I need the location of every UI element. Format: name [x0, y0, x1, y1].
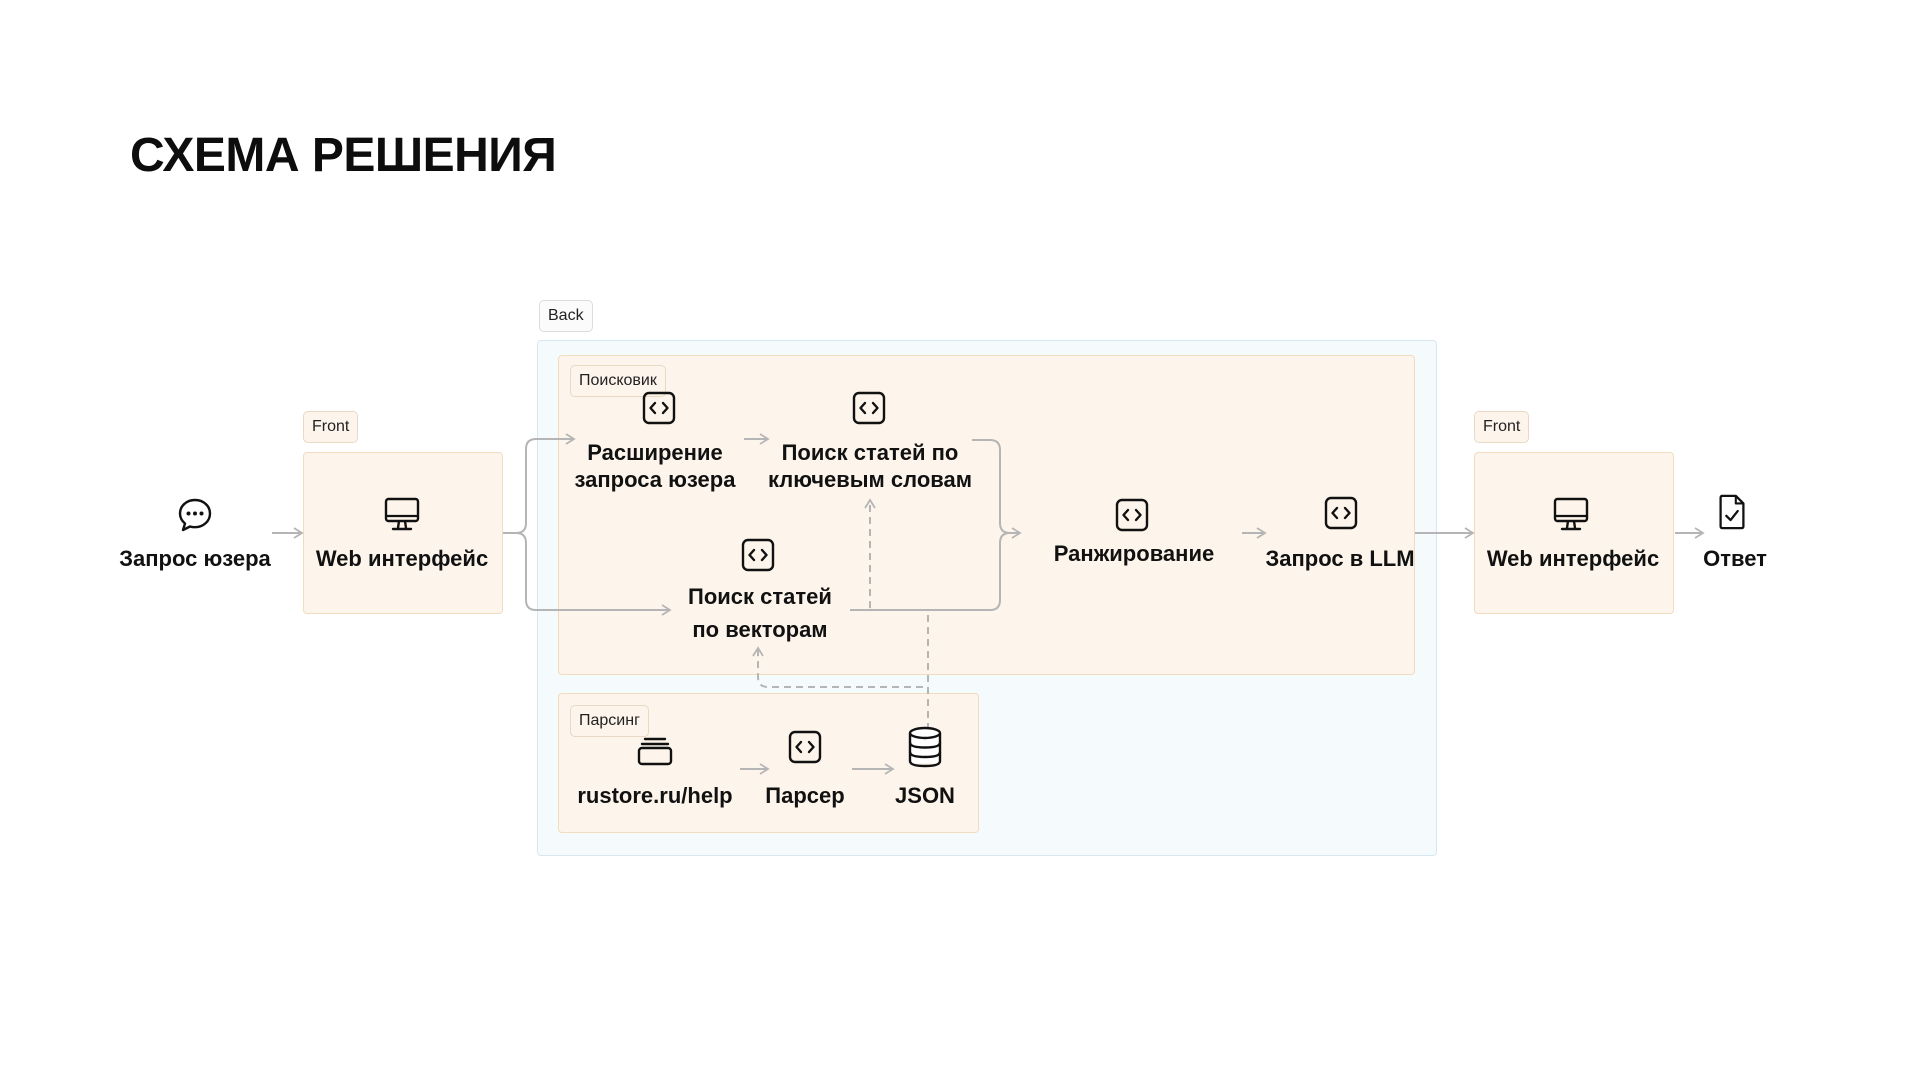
vector-search-label: Поиск статей по векторам: [688, 584, 832, 642]
search-tag: Поисковик: [570, 365, 666, 397]
keyword-search-label: Поиск статей по ключевым словам: [767, 440, 972, 492]
web-right-label: Web интерфейс: [1486, 546, 1660, 571]
parser-label: Парсер: [765, 783, 845, 808]
code-icon: [741, 538, 775, 572]
front-left-tag: Front: [303, 411, 359, 443]
page-title: СХЕМА РЕШЕНИЯ: [130, 129, 557, 182]
front-right-box: [1474, 452, 1674, 614]
chat-bubble-icon: [178, 498, 212, 532]
front-left-box: [303, 452, 503, 614]
code-icon: [1115, 498, 1149, 532]
code-icon: [1324, 496, 1358, 530]
back-tag: Back: [539, 300, 593, 332]
front-right-tag: Front: [1474, 411, 1530, 443]
llm-label: Запрос в LLM: [1265, 546, 1415, 571]
rustore-label: rustore.ru/help: [577, 783, 733, 808]
json-label: JSON: [895, 783, 955, 808]
document-check-icon: [1719, 494, 1745, 530]
answer-label: Ответ: [1703, 546, 1767, 571]
monitor-icon: [384, 497, 420, 531]
expand-label: Расширение запроса юзера: [574, 440, 736, 492]
code-icon: [788, 730, 822, 764]
layers-icon: [637, 737, 673, 766]
parse-tag: Парсинг: [570, 705, 649, 737]
monitor-icon: [1553, 497, 1589, 531]
code-icon: [852, 391, 886, 425]
web-left-label: Web интерфейс: [315, 546, 489, 571]
code-icon: [642, 391, 676, 425]
database-icon: [908, 726, 942, 768]
ranking-label: Ранжирование: [1053, 541, 1215, 566]
user-request-label: Запрос юзера: [119, 546, 271, 571]
